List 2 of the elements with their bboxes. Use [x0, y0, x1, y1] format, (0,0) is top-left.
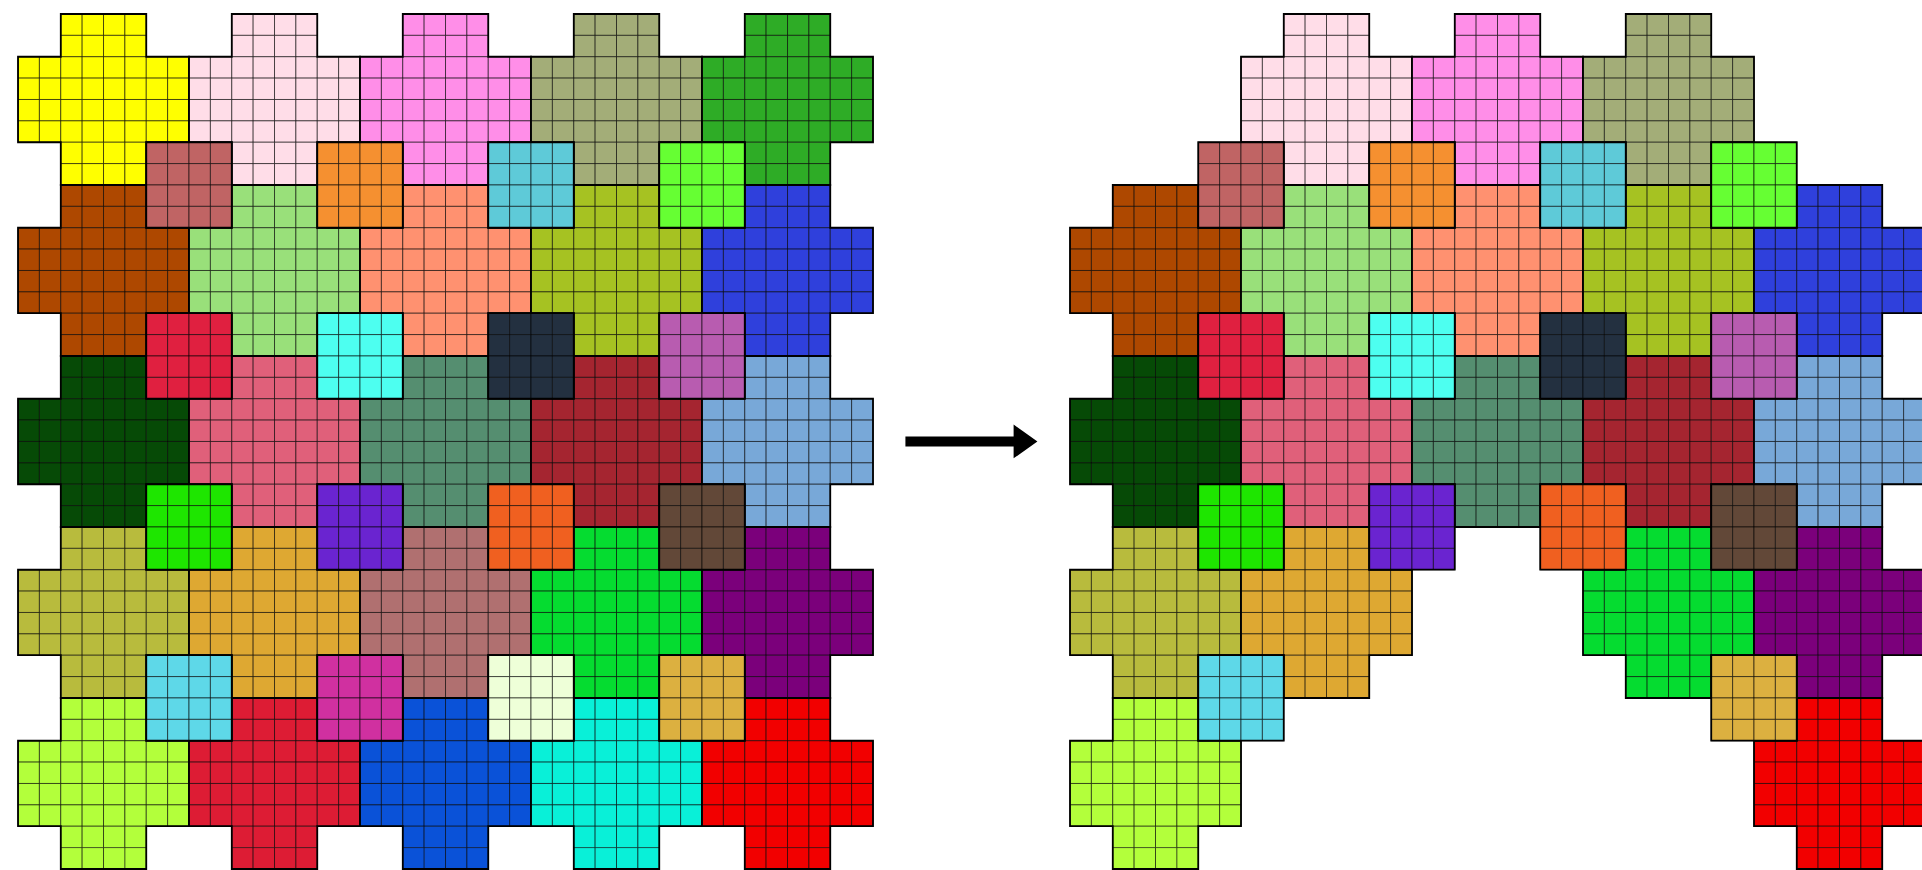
tiling-drawing [17, 13, 874, 870]
tiling-drawing [1069, 13, 1922, 870]
